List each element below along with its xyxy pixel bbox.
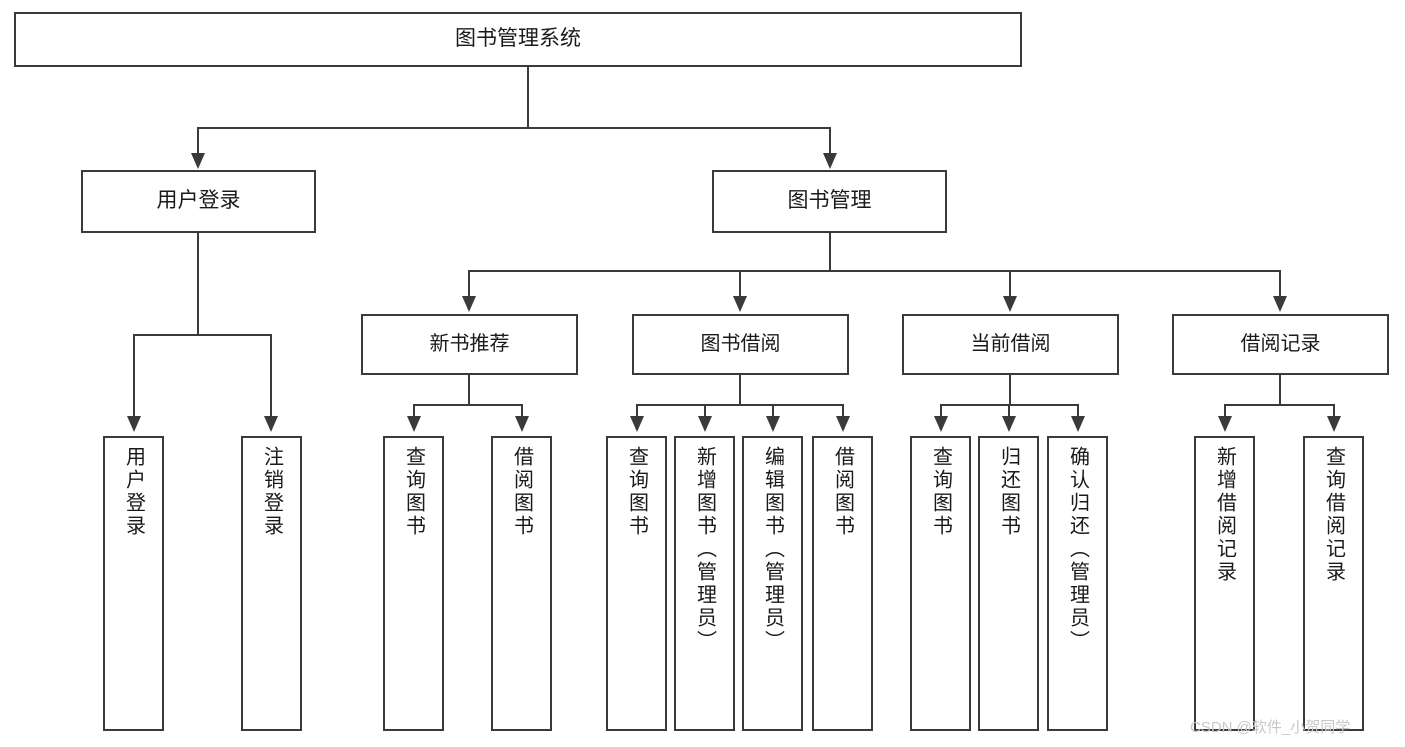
connector-book-borrow-stem bbox=[739, 375, 741, 405]
leaf-label: 归还图书 bbox=[997, 446, 1020, 538]
arrowhead-to-leaf-add-book bbox=[698, 416, 712, 432]
arrowhead-to-leaf-logout bbox=[264, 416, 278, 432]
node-label: 新书推荐 bbox=[429, 333, 510, 355]
arrowhead-to-leaf-query-book-2 bbox=[630, 416, 644, 432]
node-book-borrow[interactable]: 图书借阅 bbox=[632, 314, 849, 375]
connector-new-book-drop-2 bbox=[521, 404, 523, 418]
connector-bm-drop-3 bbox=[1009, 270, 1011, 298]
leaf-label: 确认归还（管理员） bbox=[1066, 446, 1089, 653]
leaf-label: 查询借阅记录 bbox=[1322, 446, 1345, 584]
connector-user-login-drop-2 bbox=[270, 334, 272, 418]
connector-book-management-bus bbox=[469, 270, 1281, 272]
leaf-add-book-admin[interactable]: 新增图书（管理员） bbox=[674, 436, 735, 731]
connector-book-management-stem bbox=[829, 233, 831, 271]
connector-current-borrow-stem bbox=[1009, 375, 1011, 405]
connector-new-book-stem bbox=[468, 375, 470, 405]
arrowhead-to-leaf-add-record bbox=[1218, 416, 1232, 432]
arrowhead-to-leaf-confirm-return bbox=[1071, 416, 1085, 432]
arrowhead-to-user-login bbox=[191, 153, 205, 169]
connector-borrow-record-stem bbox=[1279, 375, 1281, 405]
arrowhead-to-new-book bbox=[462, 296, 476, 312]
leaf-borrow-book[interactable]: 借阅图书 bbox=[812, 436, 873, 731]
connector-user-login-stem bbox=[197, 233, 199, 335]
connector-user-login-drop-1 bbox=[133, 334, 135, 418]
connector-new-book-drop-1 bbox=[413, 404, 415, 418]
arrowhead-to-leaf-edit-book bbox=[766, 416, 780, 432]
leaf-label: 注销登录 bbox=[260, 446, 283, 538]
node-label: 当前借阅 bbox=[970, 333, 1051, 355]
connector-cb-drop-2 bbox=[1008, 404, 1010, 418]
connector-root-bus bbox=[198, 127, 830, 129]
connector-cb-drop-3 bbox=[1077, 404, 1079, 418]
leaf-logout[interactable]: 注销登录 bbox=[241, 436, 302, 731]
leaf-confirm-return-admin[interactable]: 确认归还（管理员） bbox=[1047, 436, 1108, 731]
leaf-label: 查询图书 bbox=[402, 446, 425, 538]
arrowhead-to-leaf-query-book-1 bbox=[407, 416, 421, 432]
leaf-query-book-new-book[interactable]: 查询图书 bbox=[383, 436, 444, 731]
arrowhead-to-leaf-borrow-book-2 bbox=[836, 416, 850, 432]
arrowhead-to-borrow-record bbox=[1273, 296, 1287, 312]
node-current-borrow[interactable]: 当前借阅 bbox=[902, 314, 1119, 375]
connector-root-drop-1 bbox=[197, 127, 199, 155]
leaf-label: 用户登录 bbox=[122, 446, 145, 538]
arrowhead-to-book-borrow bbox=[733, 296, 747, 312]
leaf-borrow-book-new-book[interactable]: 借阅图书 bbox=[491, 436, 552, 731]
arrowhead-to-leaf-query-record bbox=[1327, 416, 1341, 432]
connector-bb-drop-2 bbox=[704, 404, 706, 418]
leaf-label: 借阅图书 bbox=[510, 446, 533, 538]
leaf-return-book[interactable]: 归还图书 bbox=[978, 436, 1039, 731]
connector-new-book-bus bbox=[414, 404, 523, 406]
connector-borrow-record-bus bbox=[1225, 404, 1335, 406]
connector-bb-drop-1 bbox=[636, 404, 638, 418]
leaf-query-book-current[interactable]: 查询图书 bbox=[910, 436, 971, 731]
arrowhead-to-leaf-return-book bbox=[1002, 416, 1016, 432]
connector-root-drop-2 bbox=[829, 127, 831, 155]
leaf-user-login[interactable]: 用户登录 bbox=[103, 436, 164, 731]
node-label: 图书管理 bbox=[787, 189, 872, 213]
leaf-query-book-borrow[interactable]: 查询图书 bbox=[606, 436, 667, 731]
leaf-label: 新增借阅记录 bbox=[1213, 446, 1236, 584]
connector-current-borrow-bus bbox=[941, 404, 1079, 406]
arrowhead-to-leaf-query-book-3 bbox=[934, 416, 948, 432]
connector-br-drop-1 bbox=[1224, 404, 1226, 418]
connector-bb-drop-4 bbox=[842, 404, 844, 418]
connector-cb-drop-1 bbox=[940, 404, 942, 418]
node-label: 用户登录 bbox=[156, 189, 241, 213]
leaf-label: 借阅图书 bbox=[831, 446, 854, 538]
leaf-add-borrow-record[interactable]: 新增借阅记录 bbox=[1194, 436, 1255, 731]
arrowhead-to-book-management bbox=[823, 153, 837, 169]
node-new-book-recommend[interactable]: 新书推荐 bbox=[361, 314, 578, 375]
arrowhead-to-current-borrow bbox=[1003, 296, 1017, 312]
node-user-login[interactable]: 用户登录 bbox=[81, 170, 316, 233]
connector-root-stem bbox=[527, 67, 529, 128]
connector-bm-drop-2 bbox=[739, 270, 741, 298]
connector-bb-drop-3 bbox=[772, 404, 774, 418]
arrowhead-to-leaf-borrow-book-1 bbox=[515, 416, 529, 432]
connector-bm-drop-4 bbox=[1279, 270, 1281, 298]
node-label: 图书借阅 bbox=[700, 333, 781, 355]
leaf-label: 新增图书（管理员） bbox=[693, 446, 716, 653]
node-root-library-system[interactable]: 图书管理系统 bbox=[14, 12, 1022, 67]
leaf-label: 编辑图书（管理员） bbox=[761, 446, 784, 653]
node-label: 图书管理系统 bbox=[455, 27, 581, 51]
leaf-edit-book-admin[interactable]: 编辑图书（管理员） bbox=[742, 436, 803, 731]
connector-book-borrow-bus bbox=[637, 404, 844, 406]
node-book-management[interactable]: 图书管理 bbox=[712, 170, 947, 233]
connector-bm-drop-1 bbox=[468, 270, 470, 298]
arrowhead-to-leaf-user-login bbox=[127, 416, 141, 432]
connector-user-login-bus bbox=[134, 334, 272, 336]
leaf-query-borrow-record[interactable]: 查询借阅记录 bbox=[1303, 436, 1364, 731]
leaf-label: 查询图书 bbox=[625, 446, 648, 538]
node-label: 借阅记录 bbox=[1240, 333, 1321, 355]
connector-br-drop-2 bbox=[1333, 404, 1335, 418]
leaf-label: 查询图书 bbox=[929, 446, 952, 538]
node-borrow-record[interactable]: 借阅记录 bbox=[1172, 314, 1389, 375]
